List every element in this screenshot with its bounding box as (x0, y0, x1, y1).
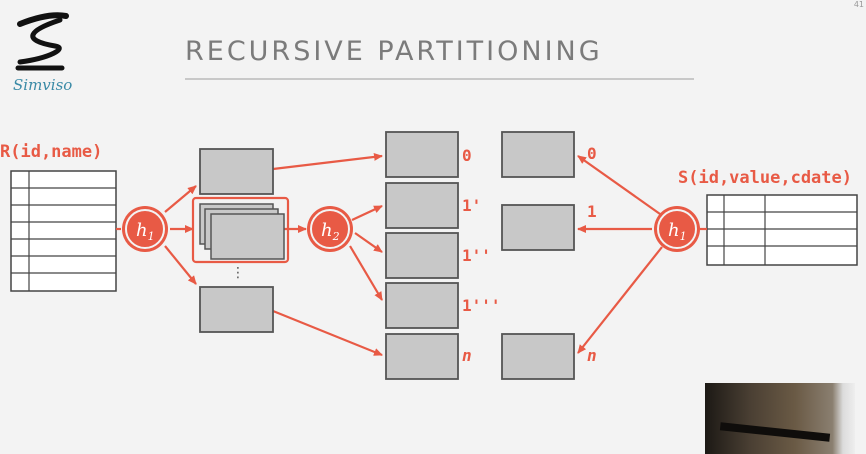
title-divider (185, 78, 694, 80)
hash-h1-right-sub: 1 (680, 230, 687, 243)
arrow-pn-to-rn (272, 309, 383, 357)
relation-r-label: R(id,name) (0, 142, 103, 162)
arrow-h1r-to-s0 (577, 155, 661, 215)
slide-number: 41 (853, 0, 864, 9)
logo-text: Simviso (13, 76, 73, 94)
hash-h1-right-label: h (668, 220, 680, 241)
overflow-partition-stack (191, 196, 290, 264)
first-pass-partition-n (199, 286, 274, 333)
hash-h1-left-icon (122, 206, 168, 252)
ellipsis: ⋮ (231, 265, 245, 281)
r-partition-label-1a: 1' (462, 196, 482, 215)
s-partition-1 (501, 204, 575, 251)
arrow-h2-to-r1c (349, 245, 383, 301)
arrow-h2-to-r1a (351, 205, 383, 221)
hash-h1-right-icon (654, 206, 700, 252)
arrow-h1r-to-sn (577, 246, 663, 354)
hash-h2-label: h (321, 220, 333, 241)
r-partition-1b (385, 232, 459, 279)
r-partition-n (385, 333, 459, 380)
arrow-p0-to-r0 (272, 152, 383, 171)
r-partition-label-0: 0 (462, 146, 472, 165)
page-title: RECURSIVE PARTITIONING (185, 36, 603, 67)
s-partition-0 (501, 131, 575, 178)
hash-h1-left-label: h (136, 220, 148, 241)
hash-h2-icon (307, 206, 353, 252)
webcam-overlay (705, 383, 855, 454)
s-partition-label-n: n (587, 346, 597, 365)
s-partition-label-1: 1 (587, 202, 597, 221)
first-pass-partition-0 (199, 148, 274, 195)
r-partition-1c (385, 282, 459, 329)
r-partition-label-1c: 1''' (462, 296, 501, 315)
s-partition-label-0: 0 (587, 144, 597, 163)
r-partition-1a (385, 182, 459, 229)
relation-s-label: S(id,value,cdate) (678, 168, 852, 188)
hash-h1-left-sub: 1 (148, 230, 155, 243)
hash-h2-sub: 2 (332, 230, 340, 243)
svg-text:h1: h1 (136, 220, 155, 243)
simviso-logo-icon (15, 12, 69, 71)
relation-r-table (10, 170, 117, 292)
r-partition-label-n: n (462, 346, 472, 365)
svg-text:h1: h1 (668, 220, 687, 243)
arrow-h1-to-pn (164, 245, 197, 285)
arrow-h1-to-p0 (164, 185, 197, 213)
relation-s-table (706, 194, 858, 266)
r-partition-label-1b: 1'' (462, 246, 491, 265)
r-partition-0 (385, 131, 459, 178)
svg-text:h2: h2 (321, 220, 340, 243)
s-partition-n (501, 333, 575, 380)
arrow-h2-to-r1b (354, 232, 383, 253)
